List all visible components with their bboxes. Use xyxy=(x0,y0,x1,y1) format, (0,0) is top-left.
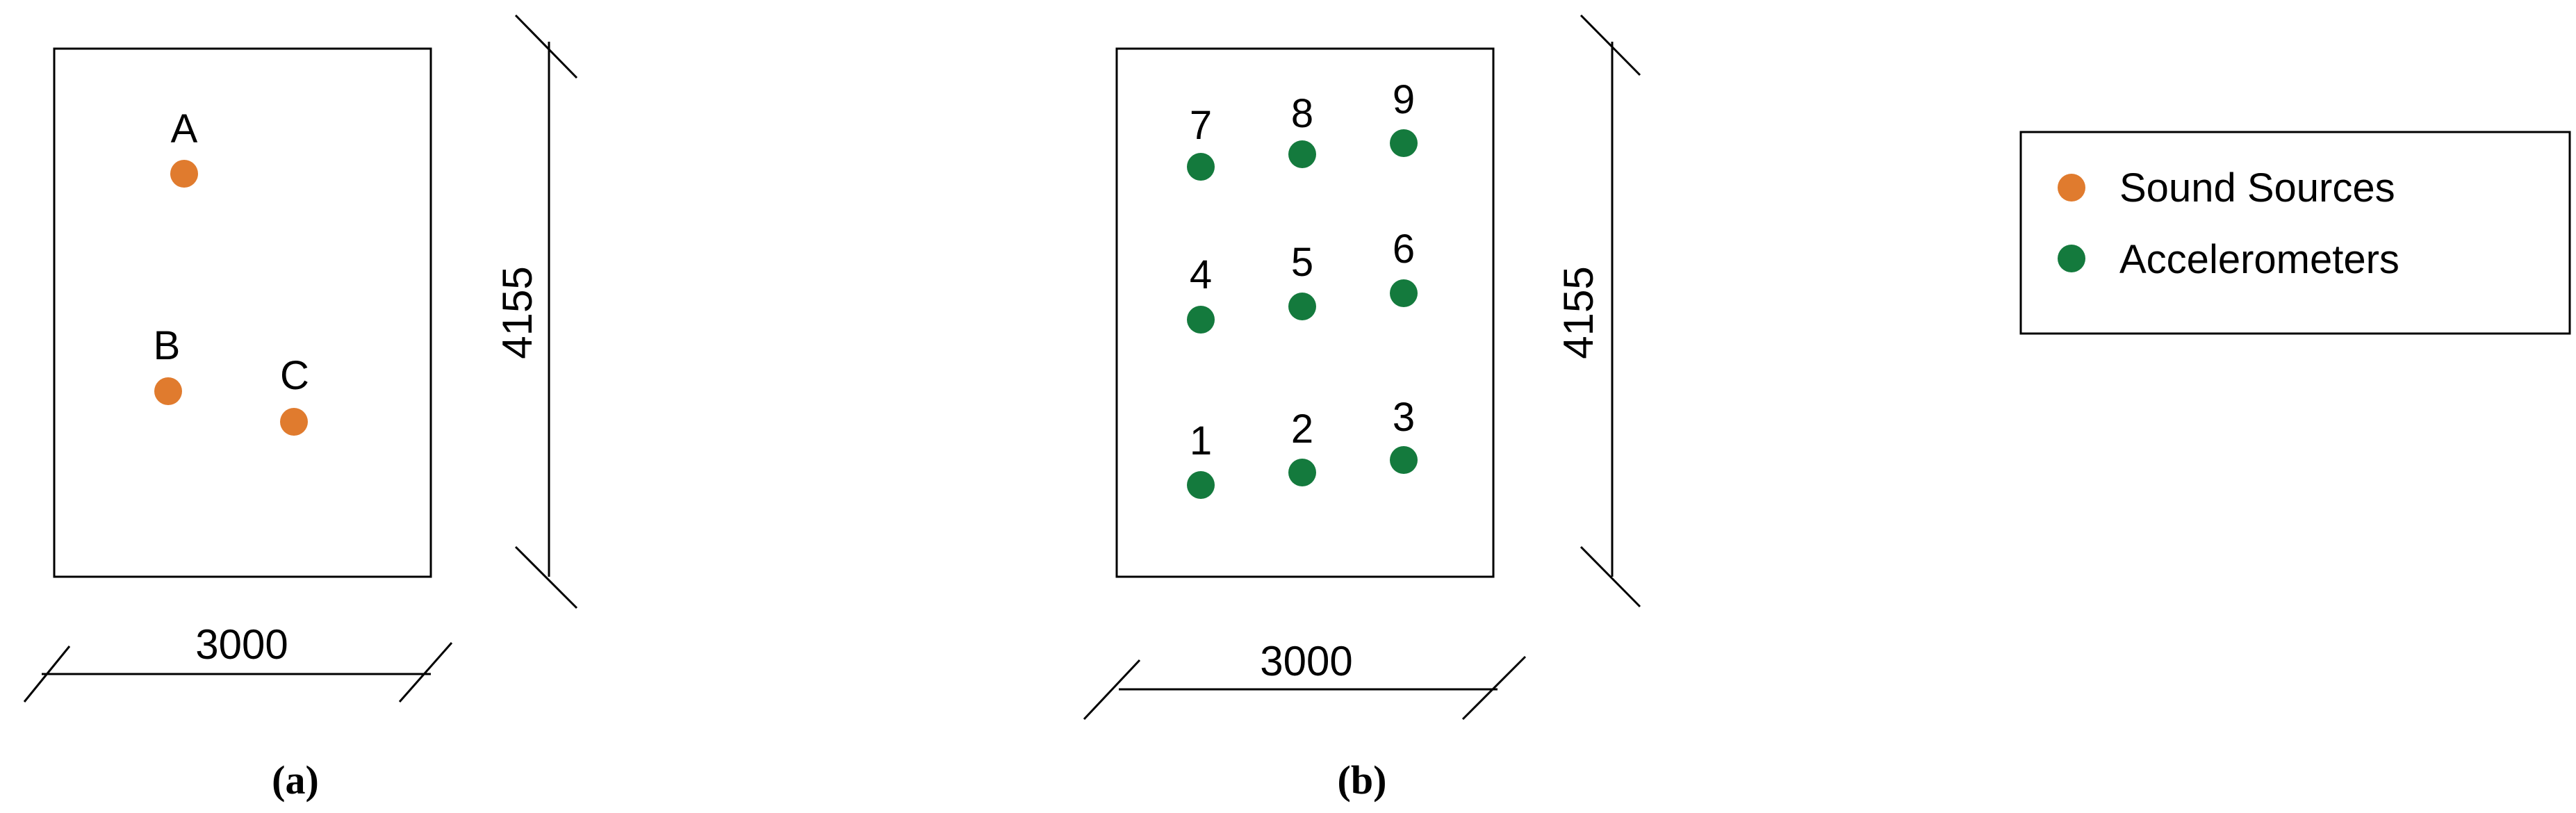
panel-b-point-8: 8 xyxy=(1288,91,1316,168)
accelerometer-marker xyxy=(1187,153,1215,181)
panel-b-point-1: 1 xyxy=(1187,418,1215,499)
panel-b-point-label: 7 xyxy=(1190,103,1212,148)
panel-b-point-label: 2 xyxy=(1291,406,1313,452)
panel-a-point-c: C xyxy=(280,353,309,436)
panel-b-width-tick-left xyxy=(1083,659,1141,721)
panel-b-point-4: 4 xyxy=(1187,252,1215,334)
panel-a-point-label: B xyxy=(154,323,181,368)
legend-box xyxy=(2019,131,2571,335)
panel-a-height-label: 4155 xyxy=(494,266,541,359)
accelerometer-marker xyxy=(1288,293,1316,320)
panel-a-point-label: A xyxy=(171,106,198,151)
accelerometer-marker xyxy=(1390,279,1418,307)
panel-a-height-tick-top xyxy=(514,14,578,79)
panel-b-point-label: 3 xyxy=(1393,395,1415,440)
panel-a-caption: (a) xyxy=(272,757,319,803)
accelerometer-marker xyxy=(1288,140,1316,168)
panel-b-point-7: 7 xyxy=(1187,103,1215,181)
legend-label: Accelerometers xyxy=(2119,237,2399,282)
panel-b-point-label: 4 xyxy=(1190,252,1212,297)
accelerometer-marker xyxy=(1390,129,1418,157)
legend-item-sound-sources: Sound Sources xyxy=(2058,165,2395,211)
panel-a-point-a: A xyxy=(170,106,198,188)
legend-accelerometer-marker xyxy=(2058,245,2085,272)
panel-b-point-5: 5 xyxy=(1288,240,1316,320)
legend-item-accelerometers: Accelerometers xyxy=(2058,237,2399,282)
panel-b-point-9: 9 xyxy=(1390,77,1418,157)
legend: Sound Sources Accelerometers xyxy=(2019,131,2571,335)
sound-source-marker xyxy=(154,377,182,405)
panel-b-height-tick-bottom xyxy=(1580,545,1641,608)
legend-sound-source-marker xyxy=(2058,174,2085,202)
panel-a-width-label: 3000 xyxy=(195,621,288,668)
panel-a-height-tick-bottom xyxy=(514,545,578,609)
panel-a-point-label: C xyxy=(280,353,309,398)
panel-b: 3000 4155 7 8 9 4 5 xyxy=(1083,14,1641,803)
accelerometer-marker xyxy=(1187,471,1215,499)
panel-b-point-label: 8 xyxy=(1291,91,1313,136)
panel-b-height-dimension: 4155 xyxy=(1555,14,1641,608)
panel-b-point-2: 2 xyxy=(1288,406,1316,486)
panel-a-plate-outline xyxy=(53,47,432,578)
accelerometer-marker xyxy=(1288,459,1316,486)
panel-b-height-label: 4155 xyxy=(1555,266,1602,359)
panel-a-width-tick-right xyxy=(398,642,453,703)
panel-b-width-dimension: 3000 xyxy=(1083,638,1527,721)
accelerometer-marker xyxy=(1187,306,1215,334)
panel-b-height-tick-top xyxy=(1580,14,1641,76)
panel-a-point-b: B xyxy=(154,323,182,405)
sound-source-marker xyxy=(280,408,308,436)
panel-b-width-tick-right xyxy=(1461,655,1527,721)
legend-label: Sound Sources xyxy=(2119,165,2395,211)
panel-a-width-tick-left xyxy=(23,646,71,703)
panel-b-caption: (b) xyxy=(1338,757,1387,803)
panel-b-point-6: 6 xyxy=(1390,227,1418,307)
panel-b-plate-outline xyxy=(1115,47,1495,578)
panel-a-width-dimension: 3000 xyxy=(23,621,453,703)
sound-source-marker xyxy=(170,160,198,188)
accelerometer-marker xyxy=(1390,446,1418,474)
panel-a: 3000 4155 A B C (a) xyxy=(23,14,578,803)
panel-b-width-label: 3000 xyxy=(1260,638,1352,684)
panel-b-point-3: 3 xyxy=(1390,395,1418,474)
panel-b-point-label: 5 xyxy=(1291,240,1313,285)
panel-b-point-label: 9 xyxy=(1393,77,1415,122)
panel-a-height-dimension: 4155 xyxy=(494,14,578,609)
panel-b-point-label: 1 xyxy=(1190,418,1212,463)
panel-b-point-label: 6 xyxy=(1393,227,1415,272)
